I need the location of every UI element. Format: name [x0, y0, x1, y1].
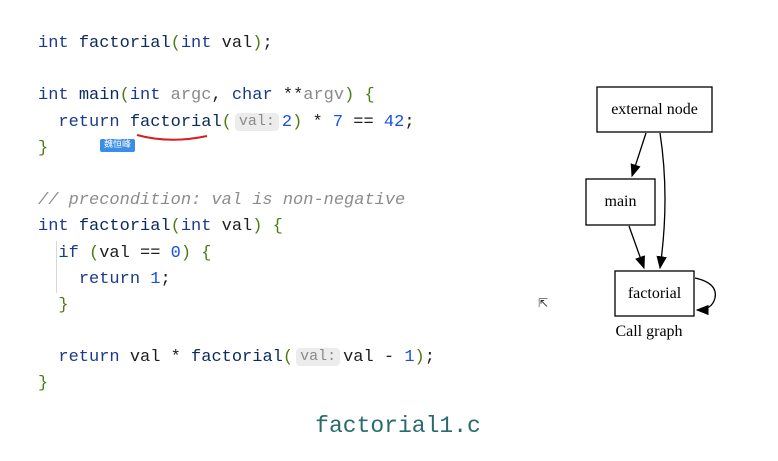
user-name-badge: 魏恒峰: [100, 139, 136, 152]
code-token: return: [58, 348, 130, 368]
code-token: return: [58, 112, 130, 132]
code-token: ,: [211, 86, 232, 106]
code-token: [38, 113, 58, 132]
code-token: ): [180, 243, 192, 263]
edge-factorial-self: [694, 277, 716, 316]
code-token: {: [201, 243, 212, 263]
code-token: [38, 296, 58, 315]
code-token: ): [252, 34, 263, 53]
code-token: argv: [303, 86, 345, 106]
code-token: ): [252, 217, 263, 237]
code-line: if (val == 0) {: [38, 241, 435, 267]
code-token: (: [89, 243, 100, 263]
code-token: // precondition: val is non-negative: [38, 191, 406, 211]
code-token: (: [170, 217, 181, 237]
code-line: [38, 319, 435, 345]
code-token: factorial: [78, 34, 171, 53]
code-token: 7: [332, 112, 344, 132]
call-graph-title: Call graph: [615, 323, 682, 340]
code-token: ==: [343, 112, 384, 132]
node-factorial: [614, 270, 695, 317]
code-line: // precondition: val is non-negative: [38, 188, 435, 214]
code-line: return factorial(val:2) * 7 == 42;: [38, 110, 435, 136]
code-token: factorial: [78, 217, 171, 237]
code-token: argc: [170, 86, 212, 106]
node-main: [585, 178, 656, 226]
parameter-hint: val:: [296, 348, 341, 367]
code-token: val ==: [99, 243, 171, 263]
code-token: 1: [404, 348, 415, 368]
parameter-hint: val:: [234, 112, 279, 131]
code-line: return val * factorial(val:val - 1);: [38, 345, 435, 371]
code-token: (: [170, 34, 181, 53]
code-token: int: [38, 86, 79, 106]
code-token: ): [344, 86, 355, 106]
code-token: factorial: [129, 112, 222, 132]
code-token: [38, 270, 79, 289]
code-token: 2: [281, 112, 293, 132]
node-factorial-label: factorial: [628, 285, 682, 302]
code-line: int main(int argc, char **argv) {: [38, 83, 435, 109]
code-line: return 1;: [38, 267, 435, 293]
code-token: int: [129, 86, 171, 106]
red-underline-annotation: [136, 134, 208, 141]
code-token: }: [38, 374, 49, 394]
code-line: }: [38, 136, 435, 162]
node-external: [596, 86, 713, 133]
code-token: [191, 244, 201, 263]
code-token: int: [180, 34, 222, 53]
code-token: int: [180, 217, 222, 237]
code-line: [38, 57, 435, 83]
code-token: 0: [170, 243, 181, 263]
node-external-label: external node: [611, 101, 698, 118]
code-line: }: [38, 371, 435, 397]
code-token: val: [221, 34, 253, 53]
code-token: 1: [150, 269, 161, 289]
code-token: ;: [262, 34, 273, 53]
code-token: val: [221, 217, 253, 237]
code-token: return: [78, 269, 151, 289]
code-token: [354, 86, 364, 105]
code-token: [262, 217, 272, 236]
code-token: ): [292, 112, 303, 132]
file-caption: factorial1.c: [315, 413, 481, 439]
code-token: ;: [424, 348, 435, 368]
code-token: main: [78, 86, 120, 106]
code-token: int: [38, 217, 79, 237]
code-token: (: [282, 348, 294, 368]
code-token: {: [364, 86, 375, 106]
code-token: val *: [129, 348, 192, 368]
mouse-cursor-icon: ⇱: [538, 296, 549, 310]
code-token: char: [231, 86, 283, 106]
code-token: if: [58, 243, 90, 263]
code-line: int factorial(int val) {: [38, 214, 435, 240]
code-token: (: [119, 86, 130, 106]
code-token: int: [38, 34, 79, 53]
code-token: factorial: [191, 348, 283, 368]
code-token: [38, 348, 58, 367]
code-line: [38, 162, 435, 188]
edge-external-factorial: [656, 132, 667, 270]
code-token: val -: [343, 348, 405, 368]
code-token: ;: [160, 269, 171, 289]
code-token: }: [58, 295, 69, 315]
call-graph: external node main factorial Call graph: [585, 86, 716, 340]
node-main-label: main: [605, 193, 637, 210]
edge-main-factorial: [628, 225, 645, 270]
code-token: }: [38, 138, 49, 158]
code-token: *: [302, 112, 333, 132]
code-token: 42: [383, 112, 405, 132]
edge-external-main: [630, 132, 647, 178]
code-token: ): [414, 348, 425, 368]
code-line: }: [38, 293, 435, 319]
code-token: {: [272, 217, 283, 237]
code-editor: int factorial(int val);int main(int argc…: [38, 31, 435, 398]
code-line: int factorial(int val);: [38, 31, 435, 57]
code-token: **: [282, 86, 304, 106]
indent-guide: [56, 241, 57, 293]
code-token: (: [221, 112, 232, 132]
code-token: ;: [404, 112, 415, 132]
